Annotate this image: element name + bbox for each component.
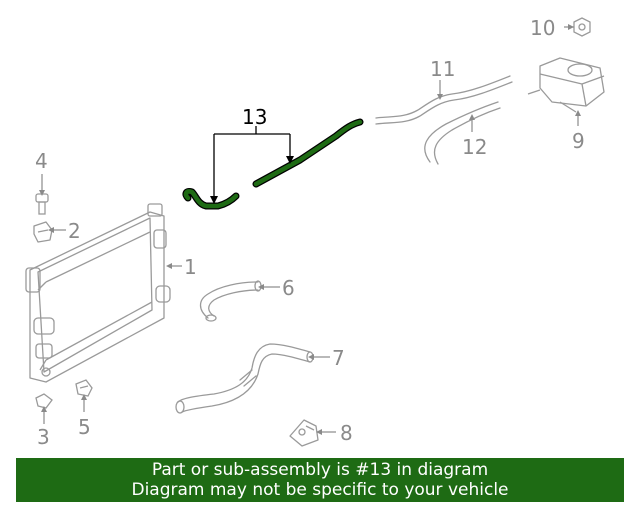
reservoir-part-9[interactable]	[527, 57, 605, 113]
bracket-part-2[interactable]	[33, 221, 53, 243]
callout-5: 5	[78, 415, 91, 439]
clip-part-5[interactable]	[75, 379, 93, 397]
hose-part-12[interactable]	[424, 101, 501, 165]
callout-9: 9	[572, 129, 585, 153]
callout-3: 3	[37, 425, 50, 449]
callout-11: 11	[430, 57, 455, 81]
bracket-part-8[interactable]	[289, 419, 319, 447]
callout-6: 6	[282, 276, 295, 300]
callout-10: 10	[530, 16, 555, 40]
mount-part-3[interactable]	[35, 393, 53, 409]
banner-line-1: Part or sub-assembly is #13 in diagram	[151, 460, 489, 480]
hose-part-6[interactable]	[199, 280, 262, 322]
hose-part-13[interactable]	[182, 118, 364, 210]
callout-12: 12	[462, 135, 487, 159]
callout-7: 7	[332, 346, 345, 370]
hose-part-11[interactable]	[375, 75, 513, 125]
leader-13	[213, 126, 291, 198]
info-banner: Part or sub-assembly is #13 in diagram D…	[16, 458, 624, 502]
callout-1: 1	[184, 255, 197, 279]
leader-arrowheads	[39, 24, 581, 435]
callout-13: 13	[242, 105, 267, 129]
callout-4: 4	[35, 149, 48, 173]
banner-line-2: Diagram may not be specific to your vehi…	[131, 480, 509, 500]
bolt-part-4[interactable]	[35, 193, 49, 215]
radiator-part-1[interactable]	[25, 203, 171, 383]
callout-8: 8	[340, 421, 353, 445]
callout-2: 2	[68, 219, 81, 243]
hose-part-7[interactable]	[175, 343, 314, 414]
leader-13-arrowheads	[210, 156, 294, 204]
cap-part-10[interactable]	[573, 17, 591, 37]
